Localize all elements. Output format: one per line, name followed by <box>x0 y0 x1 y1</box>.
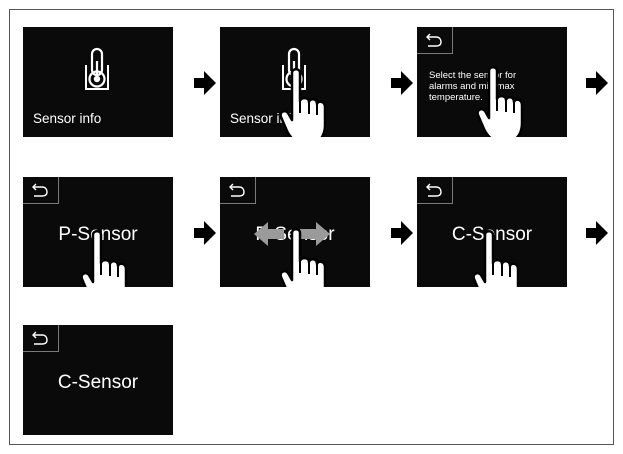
right-arrow-icon <box>194 71 216 95</box>
screen-c-sensor-tap[interactable]: C-Sensor <box>417 177 567 287</box>
diagram-frame: Sensor info Sensor info <box>9 9 614 445</box>
instruction-text: Select the sensor for alarms and min/max… <box>429 70 559 103</box>
pointing-hand-icon <box>472 229 521 287</box>
screen-label: Sensor info <box>33 111 102 126</box>
thermometer-icon <box>81 47 113 96</box>
back-button[interactable] <box>417 177 453 204</box>
screen-sensor-info[interactable]: Sensor info <box>23 27 173 137</box>
pointing-hand-icon <box>80 229 129 287</box>
screen-select-sensor[interactable]: Select the sensor for alarms and min/max… <box>417 27 567 137</box>
back-arrow-icon <box>32 331 48 345</box>
instruction-line: alarms and min/max <box>429 81 515 92</box>
right-arrow-icon <box>194 221 216 245</box>
swipe-arrows-icon <box>252 219 332 254</box>
pointing-hand-icon <box>279 227 328 287</box>
instruction-line: temperature. <box>429 92 483 103</box>
back-arrow-icon <box>426 183 442 197</box>
screen-p-sensor[interactable]: P-Sensor <box>23 177 173 287</box>
back-button[interactable] <box>220 177 256 204</box>
pointing-hand-icon <box>279 67 328 137</box>
screen-p-sensor-swipe[interactable]: P-Sensor <box>220 177 370 287</box>
right-arrow-icon <box>586 221 608 245</box>
screen-sensor-info-tap[interactable]: Sensor info <box>220 27 370 137</box>
pointing-hand-icon <box>476 65 525 137</box>
back-arrow-icon <box>32 183 48 197</box>
right-arrow-icon <box>586 71 608 95</box>
back-arrow-icon <box>229 183 245 197</box>
sensor-label: C-Sensor <box>57 372 139 393</box>
right-arrow-icon <box>391 71 413 95</box>
right-arrow-icon <box>391 221 413 245</box>
screen-c-sensor[interactable]: C-Sensor <box>23 325 173 435</box>
back-button[interactable] <box>23 177 59 204</box>
back-button[interactable] <box>417 27 453 54</box>
back-arrow-icon <box>426 33 442 47</box>
instruction-line: Select the sensor for <box>429 70 517 81</box>
back-button[interactable] <box>23 325 59 352</box>
